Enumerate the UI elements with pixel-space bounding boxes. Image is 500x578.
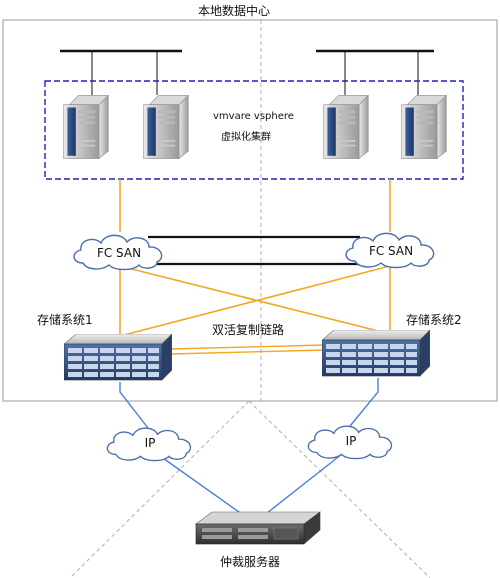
server-icon xyxy=(143,94,189,160)
storage-right-label: 存储系统2 xyxy=(406,312,462,327)
fc-cross-link xyxy=(119,265,391,335)
storage-array-icon xyxy=(322,330,430,377)
arbitration-server-label: 仲裁服务器 xyxy=(220,554,280,569)
replication-link xyxy=(169,349,326,355)
ip-link xyxy=(349,378,379,427)
storage-left-label: 存储系统1 xyxy=(37,312,93,327)
fc-cross-link xyxy=(119,265,391,337)
ip-link xyxy=(119,382,149,429)
lower-right-divider xyxy=(248,400,431,578)
arbitration-server-icon xyxy=(195,511,321,545)
replication-link-label: 双活复制链路 xyxy=(212,322,284,337)
replication-link xyxy=(169,344,326,350)
vsphere-cluster-box xyxy=(44,80,464,180)
ip-left-label: IP xyxy=(145,436,156,450)
fc-san-right-label: FC SAN xyxy=(369,244,413,258)
storage-array-icon xyxy=(64,334,172,381)
ip-right-label: IP xyxy=(346,434,357,448)
ip-link xyxy=(159,455,247,518)
server-icon xyxy=(323,94,369,160)
server-icon xyxy=(401,94,447,160)
fc-san-left-label: FC SAN xyxy=(97,246,141,260)
server-icon xyxy=(63,94,109,160)
ip-link xyxy=(261,453,343,518)
datacenter-title: 本地数据中心 xyxy=(198,3,270,18)
cluster-label-line1: vmvare vsphere xyxy=(213,111,294,122)
datacenter-frame xyxy=(2,19,498,402)
lower-left-divider xyxy=(69,400,250,578)
cluster-label-line2: 虚拟化集群 xyxy=(221,130,271,143)
